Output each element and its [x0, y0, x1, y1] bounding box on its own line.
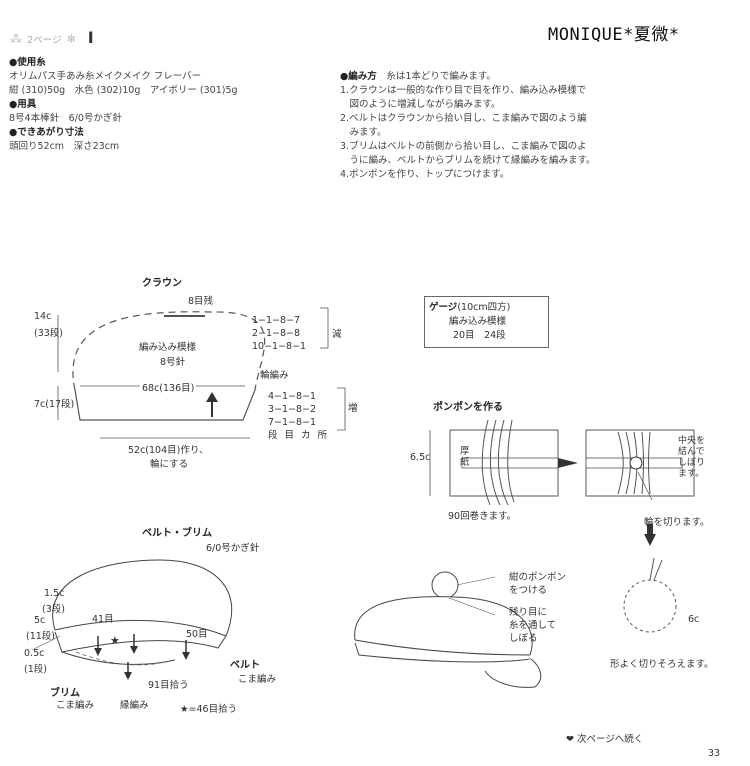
- tools-title: ●用具: [9, 99, 37, 110]
- pompom-trim-note: 形よく切りそろえます。: [610, 659, 714, 670]
- inc-legend: 段 目 カ 所: [268, 430, 330, 441]
- crown-needle-label: 8号針: [160, 357, 186, 368]
- belt-height-2: 5c: [34, 615, 46, 626]
- hat-pompom-note-2: をつける: [509, 585, 548, 596]
- hat-thread-note-3: しぼる: [509, 633, 538, 644]
- crown-height-bottom: 7c(17段): [34, 399, 75, 410]
- howto-note: 糸は1本どりで編みます。: [386, 71, 496, 82]
- edge-stitch-label: 縁編み: [120, 700, 149, 711]
- howto-step: 4.ポンポンを作り、トップにつけます。: [340, 169, 510, 180]
- inc-row: 7−1−8−1: [268, 417, 317, 428]
- brim-label: ブリム: [50, 688, 80, 699]
- snowflake-icon: ❄: [66, 32, 77, 46]
- tools-text: 8号4本棒針 6/0号かぎ針: [9, 113, 122, 124]
- crown-height-top-rows: (33段): [34, 328, 64, 339]
- howto-step: みます。: [340, 127, 387, 138]
- belt-height-3-rows: (1段): [24, 664, 47, 675]
- gauge-unit: (10cm四方): [457, 302, 511, 313]
- howto-step: 2.ベルトはクラウンから拾い目し、こま編みで図のよう編: [340, 113, 587, 124]
- dec-row: 1−1−8−7: [252, 315, 301, 326]
- crown-height-top: 14c: [34, 311, 52, 322]
- belt-height-1-rows: (3段): [42, 604, 65, 615]
- decrease-label: 減: [332, 329, 342, 340]
- size-title: ●できあがり寸法: [9, 127, 84, 138]
- belt-label: ベルト: [230, 660, 260, 671]
- brim-stitch: こま編み: [56, 700, 95, 711]
- crown-width-label: 68c(136目): [140, 380, 197, 394]
- materials-block: ●使用糸 オリムパス手あみ糸メイクメイク フレーバー 紺 (310)50g 水色…: [9, 56, 238, 154]
- yarn-title: ●使用糸: [9, 57, 46, 68]
- increase-label: 増: [348, 403, 358, 414]
- howto-step: 3.ブリムはベルトの前側から拾い目し、こま編みで図のよ: [340, 141, 587, 152]
- section-number: Ⅰ: [87, 28, 94, 47]
- yarn-name: オリムパス手あみ糸メイクメイク フレーバー: [9, 71, 202, 82]
- hat-thread-note-2: 糸を通して: [509, 620, 557, 631]
- gauge-counts: 20目 24段: [453, 330, 506, 341]
- belt-height-2-rows: (11段): [26, 631, 56, 642]
- flower-icon: ⁂: [10, 32, 22, 46]
- pompom-wraps: 90回巻きます。: [448, 511, 517, 522]
- page-number: 33: [708, 748, 721, 759]
- yarn-colors: 紺 (310)50g 水色 (302)10g アイボリー (301)5g: [9, 85, 238, 96]
- instructions-block: ●編み方 糸は1本どりで編みます。 1.クラウンは一般的な作り目で目を作り、編み…: [340, 70, 596, 182]
- page-reference: 2ページ: [27, 35, 62, 46]
- increase-table: 4−1−8−1 3−1−8−2 7−1−8−1 段 目 カ 所: [268, 390, 329, 442]
- page-header: ⁂ 2ページ ❄ Ⅰ: [10, 28, 94, 48]
- pompom-diagram: [429, 419, 695, 633]
- belt-height-1: 1.5c: [44, 588, 65, 599]
- gauge-title: ゲージ: [429, 302, 458, 313]
- crown-top-label: 8目残: [188, 296, 214, 307]
- finished-hat-drawing: [354, 571, 542, 688]
- star-note: ★=46目拾う: [180, 704, 238, 715]
- pompom-card-label: 厚紙: [460, 446, 470, 468]
- inc-row: 4−1−8−1: [268, 391, 317, 402]
- howto-step: 1.クラウンは一般的な作り目で目を作り、編み込み模様で: [340, 85, 587, 96]
- hat-thread-note: 残り目に: [509, 607, 548, 618]
- dec-row: 10−1−8−1: [252, 341, 307, 352]
- pompom-tie-note: 中央を結んでしぼります。: [678, 436, 706, 479]
- gauge-box: ゲージ(10cm四方) 編み込み模様 20目 24段: [424, 296, 549, 348]
- pompom-diameter: 6c: [688, 614, 700, 625]
- hat-pompom-note: 紺のポンポン: [509, 572, 567, 583]
- crown-rib-label: 輪編み: [260, 370, 289, 381]
- svg-text:★: ★: [110, 634, 120, 647]
- watermark: MONIQUE*夏微*: [548, 25, 680, 45]
- inc-row: 3−1−8−2: [268, 404, 317, 415]
- belt-height-3: 0.5c: [24, 648, 45, 659]
- crown-diagram: [57, 307, 346, 439]
- gauge-pattern: 編み込み模様: [449, 316, 507, 327]
- size-text: 頭回り52cm 深さ23cm: [9, 141, 120, 152]
- crown-title: クラウン: [142, 278, 182, 289]
- belt-hook: 6/0号かぎ針: [206, 543, 260, 554]
- dec-row: 2−1−8−8: [252, 328, 301, 339]
- belt-title: ベルト・ブリム: [142, 528, 212, 539]
- pick-50-label: 50目: [186, 629, 208, 640]
- crown-cast-on-join: 輪にする: [150, 459, 189, 470]
- pompom-cut-note: 輪を切ります。: [644, 517, 710, 528]
- pompom-title: ポンポンを作る: [433, 402, 503, 413]
- howto-step: 図のように増減しながら編みます。: [340, 99, 501, 110]
- howto-title: ●編み方: [340, 71, 377, 82]
- pompom-size: 6.5c: [410, 452, 431, 463]
- crown-pattern-label: 編み込み模様: [139, 342, 197, 353]
- decrease-table: 1−1−8−7 2−1−8−8 10−1−8−1: [252, 314, 306, 353]
- pick-91-label: 91目拾う: [148, 680, 189, 691]
- crown-cast-on: 52c(104目)作り、: [128, 445, 209, 456]
- next-page-note: ❤ 次ページへ続く: [566, 734, 644, 745]
- howto-step: うに編み、ベルトからブリムを続けて縁編みを編みます。: [340, 155, 596, 166]
- belt-stitch: こま編み: [238, 674, 277, 685]
- pick-41-label: 41目: [92, 614, 114, 625]
- belt-brim-diagram: ★: [31, 559, 233, 680]
